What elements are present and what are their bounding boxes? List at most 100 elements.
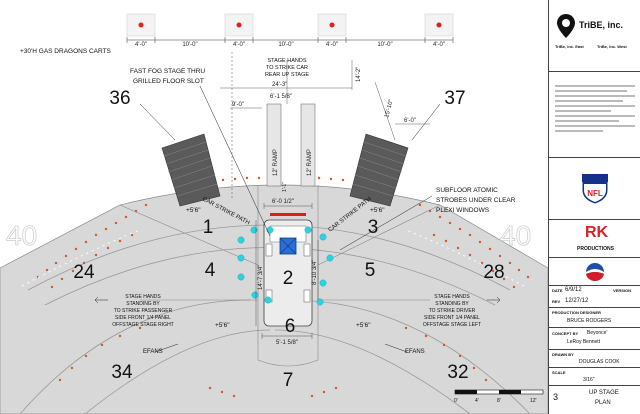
height-label-upper-left: +5'6"	[186, 207, 201, 214]
tb-notes	[549, 72, 640, 158]
rk-logo-sub: PRODUCTIONS	[577, 246, 614, 252]
zone-37: 37	[444, 88, 465, 109]
subfloor-label-3: PLEXI WINDOWS	[436, 207, 490, 214]
tb-sheet-title-2: PLAN	[595, 400, 611, 406]
zone-2: 2	[283, 268, 294, 289]
nfl-shield-icon: NFL	[581, 173, 609, 205]
note-right-line: SIDE FRONT 1/4 PANEL	[424, 315, 480, 321]
ramps	[266, 103, 316, 187]
car-outline	[263, 219, 313, 327]
tb-nfl-logo: NFL	[549, 158, 640, 220]
note-arrows	[94, 296, 501, 353]
stair-bank-left	[161, 133, 221, 207]
note-right-line: OFFSTAGE STAGE LEFT	[423, 322, 481, 328]
pylon-row	[126, 13, 454, 37]
fast-fog-label-2: GRILLED FLOOR SLOT	[133, 78, 204, 85]
fast-fog-label-1: FAST FOG STAGE THRU	[130, 68, 205, 75]
height-label-upper-right: +5'6"	[370, 207, 385, 214]
dim-right-height: 8'-10 3/4"	[312, 260, 318, 285]
note-left: STAGE HANDS STANDING BY TO STRIKE PASSEN…	[112, 294, 173, 328]
pylon-4	[424, 13, 454, 37]
tb-rev: 12/27/12	[565, 298, 589, 304]
scale-tick-8: 8'	[497, 398, 501, 404]
note-left-line: STANDING BY	[126, 301, 160, 307]
tb-date-row: DATE 6/9/12 VERSION REV 12/27/12	[549, 286, 640, 308]
subfloor-label-2: STROBES UNDER CLEAR	[436, 197, 516, 204]
pylon-1	[126, 13, 156, 37]
height-label-lower-left: +5'6"	[215, 322, 230, 329]
pylon-marker	[436, 22, 442, 28]
stair-bank-right	[349, 133, 409, 207]
ramp-left-label: 12' RAMP	[273, 149, 279, 176]
note-left-line: STAGE HANDS	[125, 294, 161, 300]
tb-designer: BRUCE RODGERS	[567, 318, 612, 324]
stage-hands-top-1: STAGE HANDS	[267, 58, 306, 64]
tb-drawn-label: DRAWN BY	[552, 352, 574, 357]
tb-scale-row: SCALE 3/16"	[549, 368, 640, 386]
tb-concept-2: LeRoy Bennett	[567, 339, 601, 345]
tb-office-west: TriBe, Inc. West	[597, 44, 627, 49]
zone-36: 36	[109, 88, 130, 109]
note-right-line: TO STRIKE DRIVER	[429, 308, 476, 314]
note-right: STAGE HANDS STANDING BY TO STRIKE DRIVER…	[423, 294, 481, 328]
leader-lines	[139, 85, 441, 251]
dim-gap-2: 10'-0"	[278, 42, 293, 48]
zone-3: 3	[368, 217, 379, 238]
pylon-3	[317, 13, 347, 37]
car-dimensions	[220, 52, 430, 339]
zone-4: 4	[205, 260, 216, 281]
note-left-line: SIDE FRONT 1/4 PANEL	[115, 315, 171, 321]
zone-34: 34	[111, 362, 133, 383]
tb-scale-label: SCALE	[552, 370, 566, 375]
zone-32: 32	[447, 362, 468, 383]
ramp-right	[300, 103, 316, 187]
dim-pylon-1: 4'-0"	[135, 42, 147, 48]
zone-1: 1	[203, 217, 214, 238]
tb-designer-row: PRODUCTION DESIGNER BRUCE RODGERS	[549, 308, 640, 328]
pylon-marker	[138, 22, 144, 28]
dim-pylon-4: 4'-0"	[433, 42, 445, 48]
tb-rk-logo: RK PRODUCTIONS	[549, 220, 640, 258]
tb-drawn-row: DRAWN BY DOUGLAS COOK	[549, 350, 640, 368]
note-right-line: STAGE HANDS	[434, 294, 470, 300]
note-left-line: OFFSTAGE STAGE RIGHT	[112, 322, 173, 328]
zone-6: 6	[285, 316, 296, 337]
tb-designer-label: PRODUCTION DESIGNER	[552, 310, 601, 315]
dim-vertical-small: 1'-1"	[282, 182, 288, 192]
zone-28: 28	[483, 262, 504, 283]
ghost-number-left: 40	[6, 220, 37, 251]
dim-right-14: 14'-2"	[356, 67, 362, 82]
dim-gap-3: 10'-0"	[377, 42, 392, 48]
zone-5: 5	[365, 260, 376, 281]
tb-office-east: TriBe, Inc. East	[555, 44, 584, 49]
strobe-dots	[237, 226, 334, 306]
top-dimension-line	[126, 37, 454, 43]
tb-concept-label: CONCEPT BY	[552, 331, 579, 336]
dim-right-15: 15'-10"	[384, 99, 395, 119]
dim-center-small: 6'-1 5/8"	[270, 94, 292, 100]
tb-concept-1: Beyonce'	[587, 330, 608, 336]
scale-tick-12: 12'	[530, 398, 537, 404]
pylon-marker	[329, 22, 335, 28]
dim-car-width: 6'-0 1/2"	[272, 199, 294, 205]
rk-logo-text: RK	[585, 224, 609, 241]
dim-pylon-2: 4'-0"	[233, 42, 245, 48]
pylon-2	[224, 13, 254, 37]
ghost-number-right: 40	[500, 220, 531, 251]
efans-left: EFANS	[143, 349, 163, 355]
tb-sheet-row: 3 UP STAGE PLAN	[549, 386, 640, 414]
tb-date: 6/9/12	[565, 287, 582, 293]
dim-gap-1: 10'-0"	[182, 42, 197, 48]
scale-tick-0: 0'	[454, 398, 458, 404]
ramp-left	[266, 103, 282, 187]
dim-left-9: 9'-0"	[232, 102, 244, 108]
ramp-right-label: 12' RAMP	[307, 149, 313, 176]
note-right-line: STANDING BY	[435, 301, 469, 307]
stage-hands-top-2: TO STRIKE CAR	[266, 65, 308, 71]
subfloor-label-1: SUBFLOOR ATOMIC	[436, 187, 498, 194]
tb-drawn-by: DOUGLAS COOK	[579, 359, 620, 365]
tb-sheet-title-1: UP STAGE	[589, 390, 619, 396]
tb-sheet-number: 3	[553, 392, 559, 402]
tb-scale: 3/16"	[583, 377, 595, 383]
tb-company-name: TriBE, inc.	[579, 20, 624, 30]
